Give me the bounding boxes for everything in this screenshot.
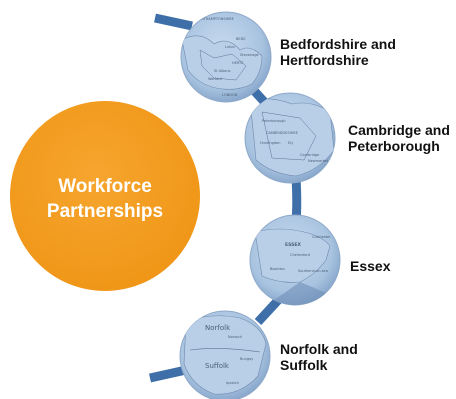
map-text: BEDS — [236, 37, 246, 41]
region-label-line1: Norfolk and — [280, 341, 358, 357]
region-label-line2: Suffolk — [280, 357, 328, 373]
map-text: Watford — [208, 77, 222, 81]
map-text: Southend-on-sea — [298, 269, 328, 273]
map-text: Luton — [225, 45, 235, 49]
region-label-line1: Essex — [350, 258, 391, 274]
map-text: CAMBRIDGESHIRE — [266, 131, 298, 135]
map-text: Stevenage — [240, 53, 259, 57]
map-text: Basildon — [270, 267, 285, 271]
map-text: Chelmsford — [290, 253, 310, 257]
map-bubble-beds-herts: NORTHAMPTONSHIRE BEDS Luton Stevenage HE… — [180, 11, 272, 103]
map-text: Norfolk — [205, 324, 231, 332]
map-bubble-cambs-peterborough: Peterborough CAMBRIDGESHIRE Huntingdon E… — [244, 92, 336, 184]
map-text: Cambridge — [300, 153, 319, 157]
map-text: HERTS — [232, 61, 244, 65]
region-label-beds-herts: Bedfordshire and Hertfordshire — [280, 36, 396, 68]
map-bubble-essex: ESSEX Colchester Chelmsford Basildon Sou… — [249, 214, 341, 306]
map-text: St Albans — [214, 69, 231, 73]
hub-circle — [10, 101, 200, 291]
region-label-line2: Peterborough — [348, 138, 440, 154]
connector-arc — [149, 13, 302, 383]
map-text: NORTHAMPTONSHIRE — [196, 17, 234, 21]
hub-title-line1: Workforce — [58, 176, 152, 197]
map-text: Ipswich — [226, 381, 239, 385]
region-label-cambs-peterborough: Cambridge and Peterborough — [348, 122, 450, 154]
map-text: LONDON — [222, 93, 238, 97]
hub-label: Workforce Partnerships — [18, 174, 192, 224]
region-label-line1: Cambridge and — [348, 122, 450, 138]
map-text: ESSEX — [285, 242, 301, 248]
region-label-line2: Hertfordshire — [280, 52, 369, 68]
map-text: Colchester — [312, 235, 331, 239]
region-label-norfolk-suffolk: Norfolk and Suffolk — [280, 341, 358, 373]
map-text: Newmarket — [308, 159, 329, 163]
region-label-essex: Essex — [350, 258, 390, 274]
map-bubble-norfolk-suffolk: Norfolk Norwich Suffolk Bungay Ipswich — [179, 310, 271, 399]
region-label-line1: Bedfordshire and — [280, 36, 396, 52]
map-text: Norwich — [228, 335, 242, 339]
map-text: Bungay — [240, 357, 253, 361]
hub-title-line2: Partnerships — [46, 201, 164, 222]
map-text: Suffolk — [205, 362, 230, 370]
map-text: Ely — [288, 141, 293, 145]
map-text: Peterborough — [262, 119, 286, 123]
map-text: Huntingdon — [260, 141, 280, 145]
